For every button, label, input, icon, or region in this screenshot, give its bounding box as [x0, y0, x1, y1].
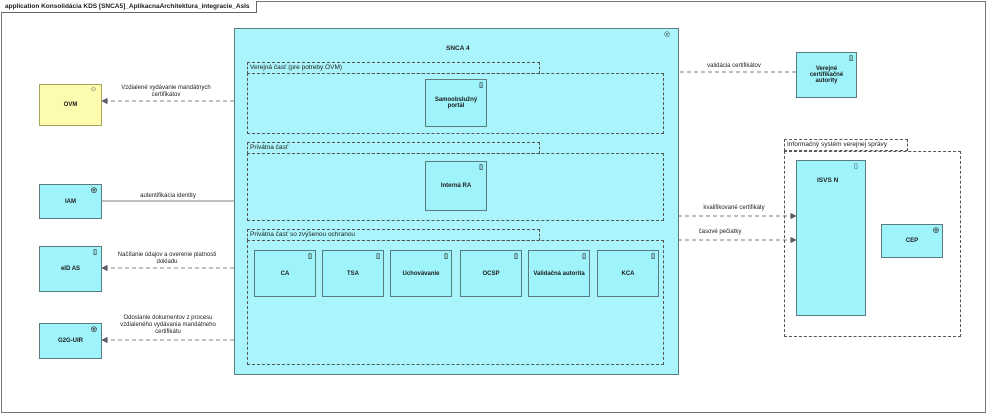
component-validation-label: Validačná autorita [533, 270, 585, 277]
component-cert-auth[interactable]: Verejné certifikačné autority ▯ [796, 52, 857, 98]
component-icon: ▯ [854, 163, 858, 170]
component-g2g-label: G2G-UIR [57, 338, 83, 344]
component-ocsp-label: OCSP [482, 270, 500, 277]
group-isvs-title: Informačný systém verejnej správy [787, 141, 888, 148]
service-icon: ◎ [664, 31, 671, 38]
component-ocsp[interactable]: OCSP ▯ [460, 250, 522, 297]
component-icon: ▯ [582, 253, 586, 260]
component-icon: ▯ [651, 253, 655, 260]
relation-qualified-label: kvalifikované certifikáty [703, 205, 765, 211]
component-tsa[interactable]: TSA ▯ [322, 250, 384, 297]
relation-timestamps-label: časové pečiatky [698, 229, 742, 235]
relation-g2g-label: Odoslanie dokumentov z procesu vzdialené… [120, 315, 216, 335]
service-icon: ◎ [90, 187, 97, 194]
component-tsa-label: TSA [347, 270, 359, 277]
group-protected[interactable] [247, 240, 664, 365]
service-iam-label: IAM [65, 198, 76, 205]
component-eid-label: eID AS [60, 266, 81, 272]
component-icon: ▯ [444, 253, 448, 260]
component-ra[interactable]: Interná RA ▯ [425, 161, 487, 211]
relation-iam-label: autentifikácia identity [140, 193, 196, 199]
group-private-title: Privátna časť [250, 144, 289, 151]
component-ra-label: Interná RA [440, 183, 472, 189]
service-cep[interactable]: CEP ◎ [881, 224, 943, 258]
component-portal-label: Samoobslužný portál [434, 97, 478, 109]
component-kca[interactable]: KCA ▯ [597, 250, 659, 297]
group-isvs[interactable] [784, 151, 961, 337]
service-iam[interactable]: IAM ◎ [39, 184, 102, 219]
group-private[interactable] [247, 153, 664, 221]
group-isvs-tab [784, 139, 908, 151]
actor-ovm-label: OVM [63, 102, 78, 108]
component-ca-label: CA [280, 270, 290, 277]
snca-title: SNCA 4 [446, 45, 470, 52]
component-portal[interactable]: Samoobslužný portál ▯ [425, 79, 487, 127]
component-kca-label: KCA [621, 270, 635, 277]
component-storage[interactable]: Uchovávanie ▯ [390, 250, 452, 297]
component-icon: ▯ [376, 253, 380, 260]
component-icon: ▯ [514, 253, 518, 260]
component-isvs-n-label: ISVS N [817, 177, 839, 184]
component-isvs-n[interactable] [796, 160, 866, 316]
service-icon: ◎ [932, 227, 939, 234]
group-public[interactable] [247, 73, 664, 134]
component-ca[interactable]: CA ▯ [254, 250, 316, 297]
component-g2g[interactable]: G2G-UIR ◎ [39, 323, 102, 359]
relation-validation-label: validácia certifikátov [707, 63, 761, 69]
group-protected-title: Privátna časť so zvýšenou ochranou [250, 231, 356, 238]
service-cep-label: CEP [905, 238, 919, 244]
group-public-title: Verejná časť (pre potreby OVM) [250, 64, 343, 71]
frame-title: application Konsolidácia KDS [SNCA5]_Apl… [1, 1, 257, 13]
component-cert-auth-label: Verejné certifikačné autority [809, 66, 844, 84]
component-icon: ▯ [479, 82, 483, 89]
actor-icon: ☺ [89, 86, 97, 93]
service-icon: ◎ [90, 326, 97, 333]
component-eid[interactable]: eID AS ▯ [39, 246, 102, 292]
actor-ovm[interactable]: OVM ☺ [39, 84, 102, 126]
component-icon: ▯ [849, 55, 853, 62]
component-storage-label: Uchovávanie [402, 270, 440, 277]
component-icon: ▯ [308, 253, 312, 260]
relation-ovm-label: Vzdialené vydávanie mandátnych certifiká… [121, 85, 211, 98]
component-icon: ▯ [479, 164, 483, 171]
component-icon: ▯ [93, 249, 97, 256]
component-validation[interactable]: Validačná autorita ▯ [528, 250, 590, 297]
relation-eid-label: Načítanie údajov a overenie platnosti do… [117, 252, 217, 265]
